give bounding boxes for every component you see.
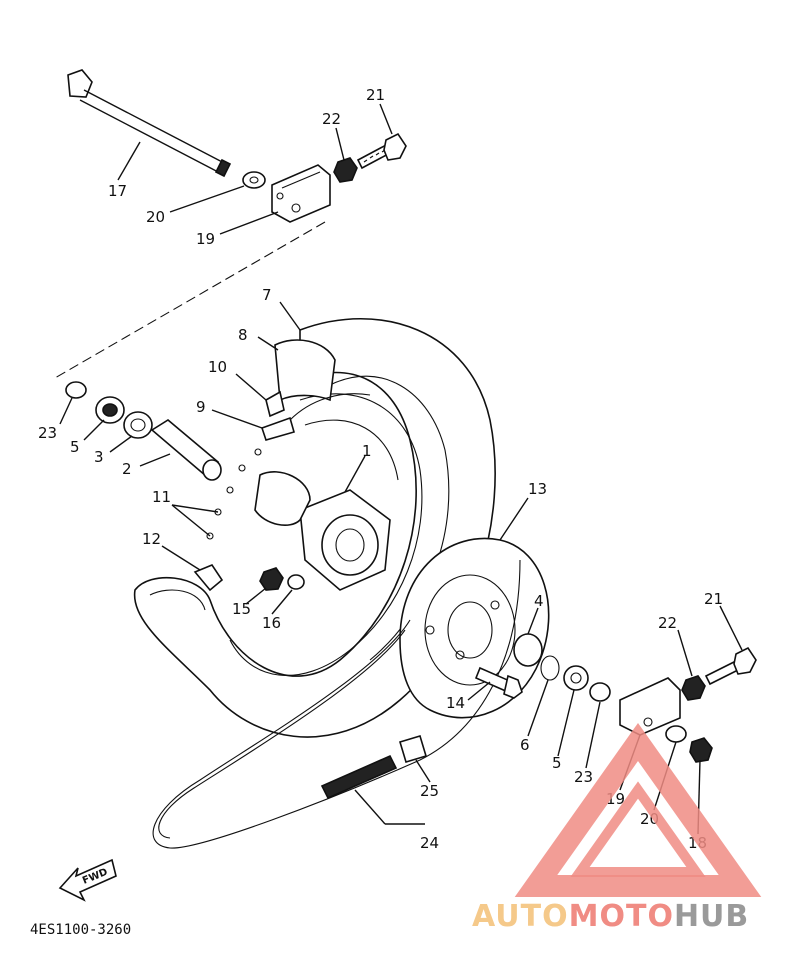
- washer-part: [242, 171, 266, 189]
- label-22-top: 22: [322, 110, 341, 128]
- svg-text:AUTOMOTOHUB: AUTOMOTOHUB: [472, 899, 749, 934]
- chain-part: [152, 559, 521, 849]
- label-14: 14: [446, 694, 465, 712]
- sprocket-part: [399, 537, 550, 719]
- label-11: 11: [152, 488, 171, 506]
- hub-part: [254, 471, 391, 591]
- label-8: 8: [238, 326, 248, 344]
- spacer-part-4: [513, 633, 543, 667]
- watermark-moto: MOTO: [569, 899, 674, 934]
- label-3: 3: [94, 448, 104, 466]
- chain-adjuster-part: [271, 164, 331, 223]
- watermark-hub: HUB: [674, 899, 749, 934]
- label-6: 6: [520, 736, 530, 754]
- oil-seal-part: [540, 655, 560, 681]
- label-7: 7: [262, 286, 272, 304]
- label-12: 12: [142, 530, 161, 548]
- label-24: 24: [420, 834, 439, 852]
- nut-part: [333, 157, 358, 183]
- bearing-part-5: [563, 665, 589, 691]
- bolt-part: [356, 132, 407, 170]
- label-23-left: 23: [38, 424, 57, 442]
- collar-part: [65, 381, 87, 399]
- nut-part-15: [259, 567, 284, 591]
- label-25: 25: [420, 782, 439, 800]
- label-15: 15: [232, 600, 251, 618]
- chain-adjuster-part-2: [619, 677, 681, 736]
- nut-part-18: [689, 737, 713, 763]
- label-19-top: 19: [196, 230, 215, 248]
- label-5-left: 5: [70, 438, 80, 456]
- label-5-right: 5: [552, 754, 562, 772]
- part-labels: 17 20 19 22 21 7 8 10 9 23 5 3 2 1 11 12…: [38, 86, 723, 852]
- rim-band-part: [274, 339, 336, 402]
- watermark-triangle-icon: [514, 722, 762, 897]
- label-17: 17: [108, 182, 127, 200]
- watermark-auto: AUTO: [472, 899, 569, 934]
- rim-part: [229, 393, 423, 676]
- label-13: 13: [528, 480, 547, 498]
- label-22-right: 22: [658, 614, 677, 632]
- label-1: 1: [362, 442, 372, 460]
- label-10: 10: [208, 358, 227, 376]
- forward-arrow-icon: FWD: [58, 858, 117, 902]
- bearing-part-3: [123, 411, 153, 439]
- label-9: 9: [196, 398, 206, 416]
- label-16: 16: [262, 614, 281, 632]
- label-20-top: 20: [146, 208, 165, 226]
- diagram-code: 4ES1100-3260: [30, 922, 131, 938]
- label-2: 2: [122, 460, 132, 478]
- label-23-right: 23: [574, 768, 593, 786]
- label-21-top: 21: [366, 86, 385, 104]
- label-21-right: 21: [704, 590, 723, 608]
- label-4: 4: [534, 592, 544, 610]
- axle-part: [67, 69, 232, 181]
- watermark-logo: AUTOMOTOHUB: [472, 722, 762, 934]
